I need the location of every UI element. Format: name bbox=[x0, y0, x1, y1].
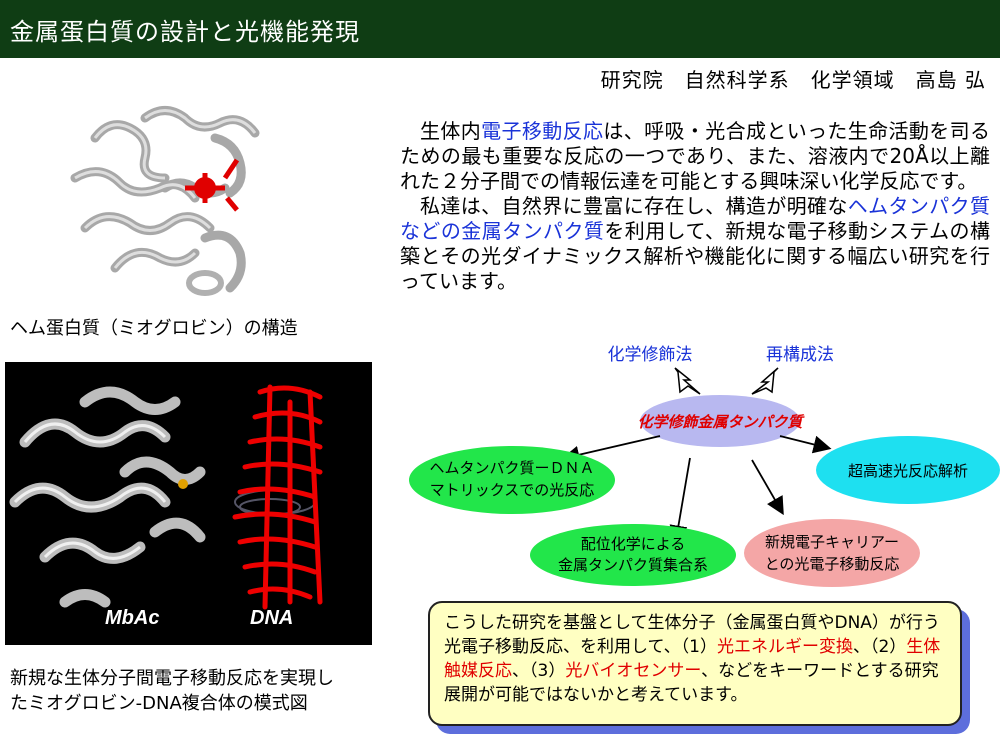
node-ultrafast bbox=[816, 436, 1000, 504]
figure1-caption: ヘム蛋白質（ミオグロビン）の構造 bbox=[10, 318, 298, 339]
summary-text-3: 、（3） bbox=[512, 661, 566, 681]
figure2-caption-line1: 新規な生体分子間電子移動反応を実現し bbox=[10, 668, 334, 689]
page-title: 金属蛋白質の設計と光機能発現 bbox=[10, 18, 360, 46]
mb-dna-complex-image: MbAc DNA bbox=[5, 362, 372, 645]
intro-p2-text-b: を利用して、新規な電子移動システムの構築とその光ダイナミックス解析や機能化に関す… bbox=[400, 219, 990, 293]
hollow-arrow-left bbox=[674, 367, 701, 395]
intro-paragraph-1: 生体内電子移動反応は、呼吸・光合成といった生命活動を司るための最も重要な反応の一… bbox=[400, 119, 990, 194]
myoglobin-structure-image bbox=[55, 78, 295, 310]
intro-p1-text-a: 生体内 bbox=[420, 119, 482, 143]
input-chemical-modification: 化学修飾法 bbox=[608, 345, 693, 365]
intro-p1-highlight: 電子移動反応 bbox=[481, 119, 604, 143]
node-coordination-line2: 金属タンパク質集合系 bbox=[558, 556, 708, 574]
node-electron-carrier bbox=[744, 519, 920, 587]
hollow-arrow-right bbox=[751, 367, 779, 395]
summary-text-4: 、などをキーワードとする研究展開が可能ではないかと考えています。 bbox=[444, 661, 939, 705]
node-electron-carrier-line1: 新規電子キャリアー bbox=[765, 533, 899, 551]
node-coordination bbox=[530, 524, 736, 586]
node-heme-dna-line2: マトリックスでの光反応 bbox=[430, 481, 595, 499]
node-heme-dna-line1: ヘムタンパク質ーＤＮＡ bbox=[429, 459, 594, 477]
intro-paragraph-2: 私達は、自然界に豊富に存在し、構造が明確なヘムタンパク質などの金属タンパク質を利… bbox=[400, 194, 990, 294]
node-electron-carrier-line2: との光電子移動反応 bbox=[765, 555, 900, 573]
keyword-biocatalysis: 生体触媒反応 bbox=[444, 637, 941, 681]
node-coordination-line1: 配位化学による bbox=[581, 535, 686, 553]
node-ultrafast-label: 超高速光反応解析 bbox=[848, 462, 968, 480]
keyword-photoenergy: 光エネルギー変換 bbox=[716, 637, 853, 657]
summary-box: こうした研究を基盤として生体分子（金属蛋白質やDNA）が行う光電子移動反応、を利… bbox=[428, 601, 962, 726]
author-affiliation: 研究院 自然科学系 化学領域 高島 弘 bbox=[600, 68, 986, 92]
summary-text-1: こうした研究を基盤として生体分子（金属蛋白質やDNA）が行う光電子移動反応、を利… bbox=[444, 613, 940, 657]
input-reconstitution: 再構成法 bbox=[766, 345, 834, 365]
figure2-caption: 新規な生体分子間電子移動反応を実現し たミオグロビン-DNA複合体の模式図 bbox=[10, 666, 334, 716]
intro-p2-text-a: 私達は、自然界に豊富に存在し、構造が明確な bbox=[420, 194, 848, 218]
mbac-label: MbAc bbox=[105, 607, 159, 629]
node-heme-dna bbox=[409, 446, 615, 514]
intro-p2-highlight: ヘムタンパク質などの金属タンパク質 bbox=[400, 194, 991, 243]
intro-text: 生体内電子移動反応は、呼吸・光合成といった生命活動を司るための最も重要な反応の一… bbox=[400, 119, 990, 294]
center-node bbox=[640, 395, 800, 447]
summary-text-2: 、（2） bbox=[852, 637, 907, 657]
keyword-biosensor: 光バイオセンサー bbox=[565, 661, 702, 681]
concept-diagram: 化学修飾法 再構成法 化学修飾金属タンパク質 ヘムタンパク質ーＤＮＡ マトリック… bbox=[409, 345, 1000, 587]
center-node-label: 化学修飾金属タンパク質 bbox=[637, 413, 805, 431]
dna-label: DNA bbox=[250, 607, 293, 629]
title-bar: 金属蛋白質の設計と光機能発現 bbox=[0, 0, 1000, 58]
intro-p1-text-b: は、呼吸・光合成といった生命活動を司るための最も重要な反応の一つであり、また、溶… bbox=[400, 119, 991, 193]
figure2-caption-line2: たミオグロビン-DNA複合体の模式図 bbox=[10, 693, 308, 714]
diagram-arrows bbox=[561, 435, 832, 544]
